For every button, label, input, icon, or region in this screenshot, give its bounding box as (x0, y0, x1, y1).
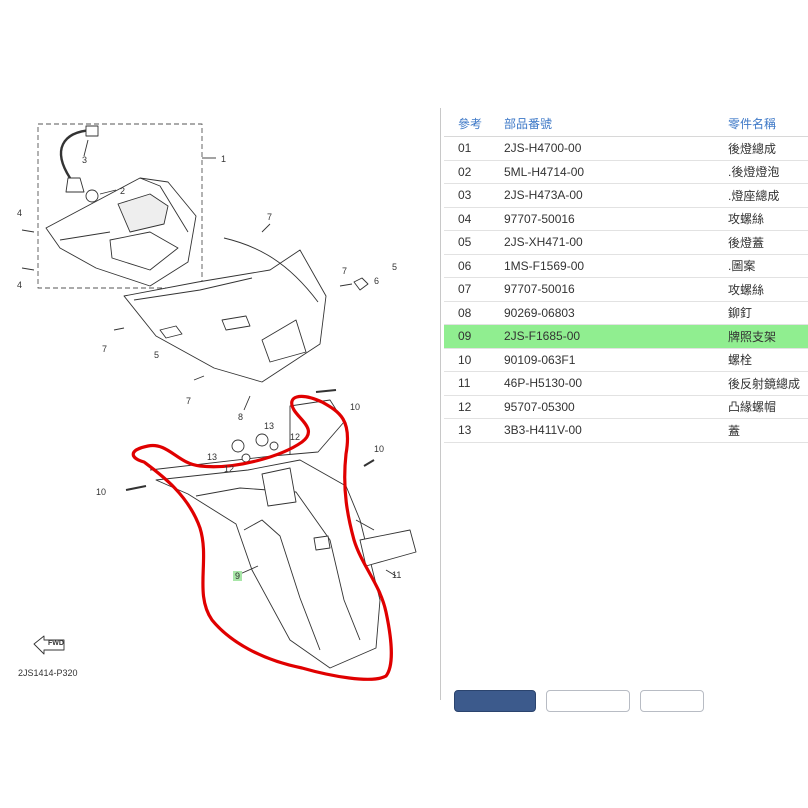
diagram-reference-code: 2JS1414-P320 (18, 668, 78, 678)
callout-12-right: 12 (290, 432, 301, 442)
row-ref: 12 (444, 395, 504, 419)
row-part-name: 後反射鏡總成 (728, 371, 808, 396)
row-part-number: 90269-06803 (504, 301, 728, 325)
row-ref: 04 (444, 207, 504, 231)
header-part-number: 部品番號 (504, 110, 728, 137)
row-part-name: .燈座總成 (728, 183, 808, 208)
row-part-number: 2JS-XH471-00 (504, 230, 728, 255)
row-part-name: .後燈燈泡 (728, 160, 808, 184)
callout-11: 11 (392, 570, 402, 580)
callout-7-top: 7 (267, 212, 273, 222)
secondary-action-button[interactable] (546, 690, 630, 712)
callout-3: 3 (82, 155, 88, 165)
row-part-name: 後燈總成 (728, 136, 808, 161)
row-part-name: 後燈蓋 (728, 230, 808, 255)
row-ref: 13 (444, 418, 504, 443)
row-part-name: 凸緣螺帽 (728, 395, 808, 419)
row-part-name: 螺栓 (728, 348, 808, 372)
callout-5-right: 5 (392, 262, 398, 272)
header-ref: 參考 (444, 110, 504, 137)
row-part-name: 攻螺絲 (728, 277, 808, 302)
callout-4-upper: 4 (17, 208, 23, 218)
primary-action-button[interactable] (454, 690, 536, 712)
row-part-number: 2JS-F1685-00 (504, 324, 728, 349)
row-part-name: 鉚釘 (728, 301, 808, 325)
callout-10-left: 10 (96, 487, 107, 497)
callout-7-left: 7 (102, 344, 108, 354)
row-ref: 02 (444, 160, 504, 184)
row-ref: 07 (444, 277, 504, 302)
parts-diagram: 1 2 3 4 4 5 5 6 7 7 7 7 8 9 10 10 10 11 … (0, 0, 440, 700)
row-ref: 03 (444, 183, 504, 208)
row-part-name: .圖案 (728, 254, 808, 278)
row-part-number: 46P-H5130-00 (504, 371, 728, 396)
callout-12-left: 12 (224, 464, 235, 474)
callout-4-lower: 4 (17, 280, 23, 290)
callout-6: 6 (374, 276, 380, 286)
row-ref: 09 (444, 324, 504, 349)
row-part-name: 攻螺絲 (728, 207, 808, 231)
callout-5-left: 5 (154, 350, 160, 360)
row-part-number: 97707-50016 (504, 207, 728, 231)
row-ref: 06 (444, 254, 504, 278)
row-part-number: 97707-50016 (504, 277, 728, 302)
row-ref: 11 (444, 371, 504, 396)
diagram-drawing (21, 123, 417, 681)
callout-13-left: 13 (207, 452, 218, 462)
row-part-number: 95707-05300 (504, 395, 728, 419)
row-part-number: 2JS-H473A-00 (504, 183, 728, 208)
row-ref: 10 (444, 348, 504, 372)
row-ref: 08 (444, 301, 504, 325)
table-header-row: 參考 部品番號 零件名稱 (444, 110, 808, 137)
row-ref: 01 (444, 136, 504, 161)
row-part-number: 2JS-H4700-00 (504, 136, 728, 161)
row-part-name: 蓋 (728, 418, 808, 443)
callout-8: 8 (238, 412, 244, 422)
callout-9-highlighted[interactable]: 9 (233, 571, 243, 581)
row-part-number: 1MS-F1569-00 (504, 254, 728, 278)
row-part-number: 3B3-H411V-00 (504, 418, 728, 443)
callout-10-right: 10 (374, 444, 385, 454)
callout-13-top: 13 (264, 421, 275, 431)
callout-1: 1 (221, 154, 227, 164)
row-part-number: 90109-063F1 (504, 348, 728, 372)
callout-7-bottom: 7 (186, 396, 192, 406)
header-part-name: 零件名稱 (728, 110, 808, 137)
row-part-number: 5ML-H4714-00 (504, 160, 728, 184)
fwd-label: FWD (48, 640, 64, 647)
callout-2: 2 (120, 186, 126, 196)
callout-7-right: 7 (342, 266, 348, 276)
tertiary-action-button[interactable] (640, 690, 704, 712)
panel-divider (440, 108, 441, 700)
callout-10-top: 10 (350, 402, 361, 412)
row-part-name: 牌照支架 (728, 324, 808, 349)
row-ref: 05 (444, 230, 504, 255)
